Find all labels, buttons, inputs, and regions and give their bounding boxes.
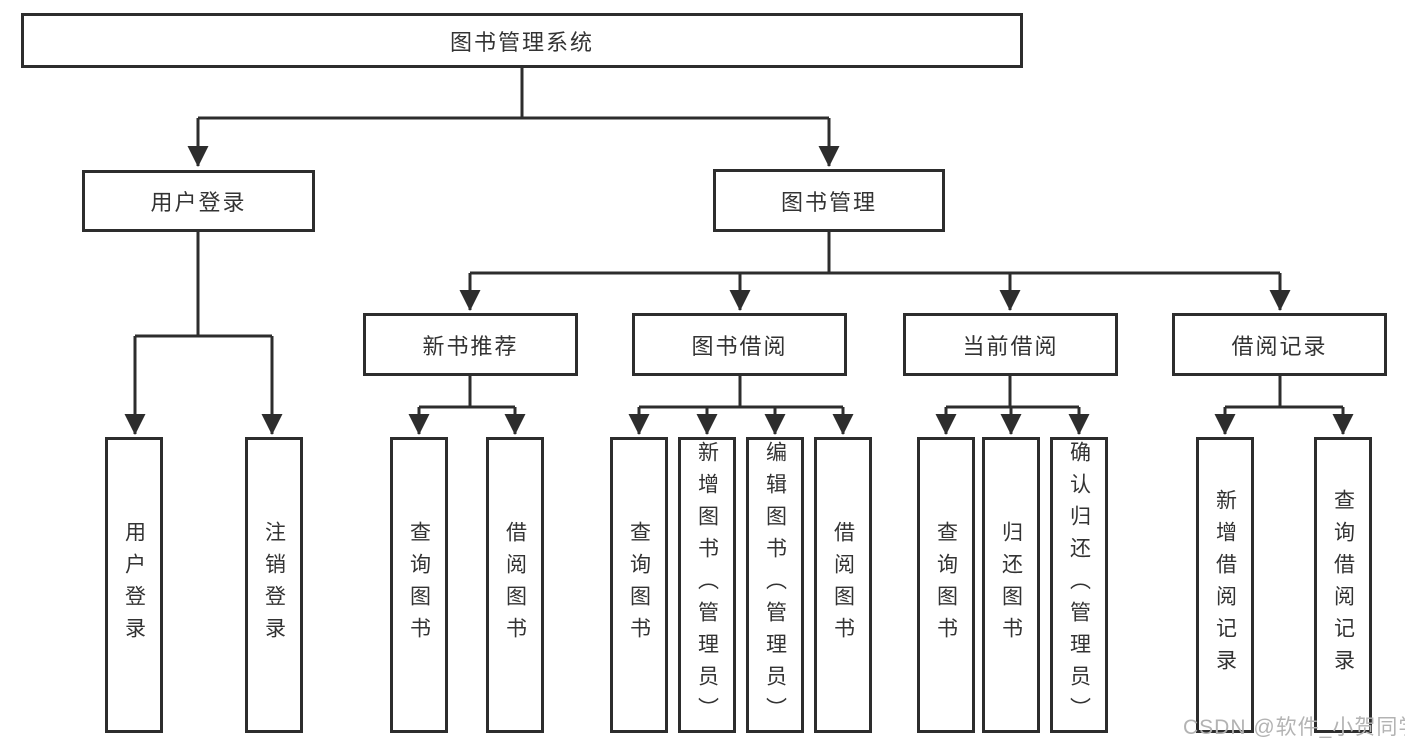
node-leaf-label: 新增图书（管理员） — [695, 441, 719, 729]
node-leaf-return-book: 归还图书 — [982, 437, 1040, 733]
node-leaf-label: 查询图书 — [627, 521, 651, 649]
node-leaf-borrow-books-1: 借阅图书 — [486, 437, 544, 733]
node-leaf-add-borrow-record: 新增借阅记录 — [1196, 437, 1254, 733]
node-leaf-query-borrow-record: 查询借阅记录 — [1314, 437, 1372, 733]
node-current-borrow: 当前借阅 — [903, 313, 1118, 376]
node-leaf-label: 注销登录 — [262, 521, 286, 649]
node-book-borrow-label: 图书借阅 — [691, 333, 788, 359]
node-leaf-label: 归还图书 — [999, 521, 1023, 649]
node-leaf-label: 新增借阅记录 — [1213, 489, 1237, 681]
node-leaf-borrow-books-2: 借阅图书 — [814, 437, 872, 733]
node-leaf-user-login: 用户登录 — [105, 437, 163, 733]
node-leaf-label: 查询图书 — [407, 521, 431, 649]
connector-bars — [135, 68, 1343, 409]
node-leaf-add-book-admin: 新增图书（管理员） — [678, 437, 736, 733]
node-new-book-rec: 新书推荐 — [363, 313, 578, 376]
node-leaf-label: 借阅图书 — [503, 521, 527, 649]
node-leaf-label: 借阅图书 — [831, 521, 855, 649]
node-leaf-label: 编辑图书（管理员） — [763, 441, 787, 729]
node-new-book-rec-label: 新书推荐 — [422, 333, 519, 359]
node-leaf-query-books-2: 查询图书 — [610, 437, 668, 733]
node-leaf-query-books-3: 查询图书 — [917, 437, 975, 733]
node-borrow-records: 借阅记录 — [1172, 313, 1387, 376]
node-user-login-label: 用户登录 — [150, 190, 247, 215]
csdn-watermark: CSDN @软件_小贺同学 — [1183, 716, 1405, 739]
node-borrow-records-label: 借阅记录 — [1231, 333, 1328, 359]
node-book-borrow: 图书借阅 — [632, 313, 847, 376]
node-root: 图书管理系统 — [21, 13, 1023, 68]
node-leaf-label: 用户登录 — [122, 521, 146, 649]
node-leaf-edit-book-admin: 编辑图书（管理员） — [746, 437, 804, 733]
node-current-borrow-label: 当前借阅 — [962, 333, 1059, 359]
node-root-label: 图书管理系统 — [449, 29, 594, 55]
node-leaf-logout: 注销登录 — [245, 437, 303, 733]
node-leaf-label: 查询图书 — [934, 521, 958, 649]
node-book-mgmt: 图书管理 — [713, 169, 945, 232]
node-leaf-confirm-return-admin: 确认归还（管理员） — [1050, 437, 1108, 733]
node-book-mgmt-label: 图书管理 — [780, 189, 877, 215]
node-user-login: 用户登录 — [82, 170, 315, 232]
node-leaf-label: 查询借阅记录 — [1331, 489, 1355, 681]
node-leaf-label: 确认归还（管理员） — [1067, 441, 1091, 729]
node-leaf-query-books-1: 查询图书 — [390, 437, 448, 733]
